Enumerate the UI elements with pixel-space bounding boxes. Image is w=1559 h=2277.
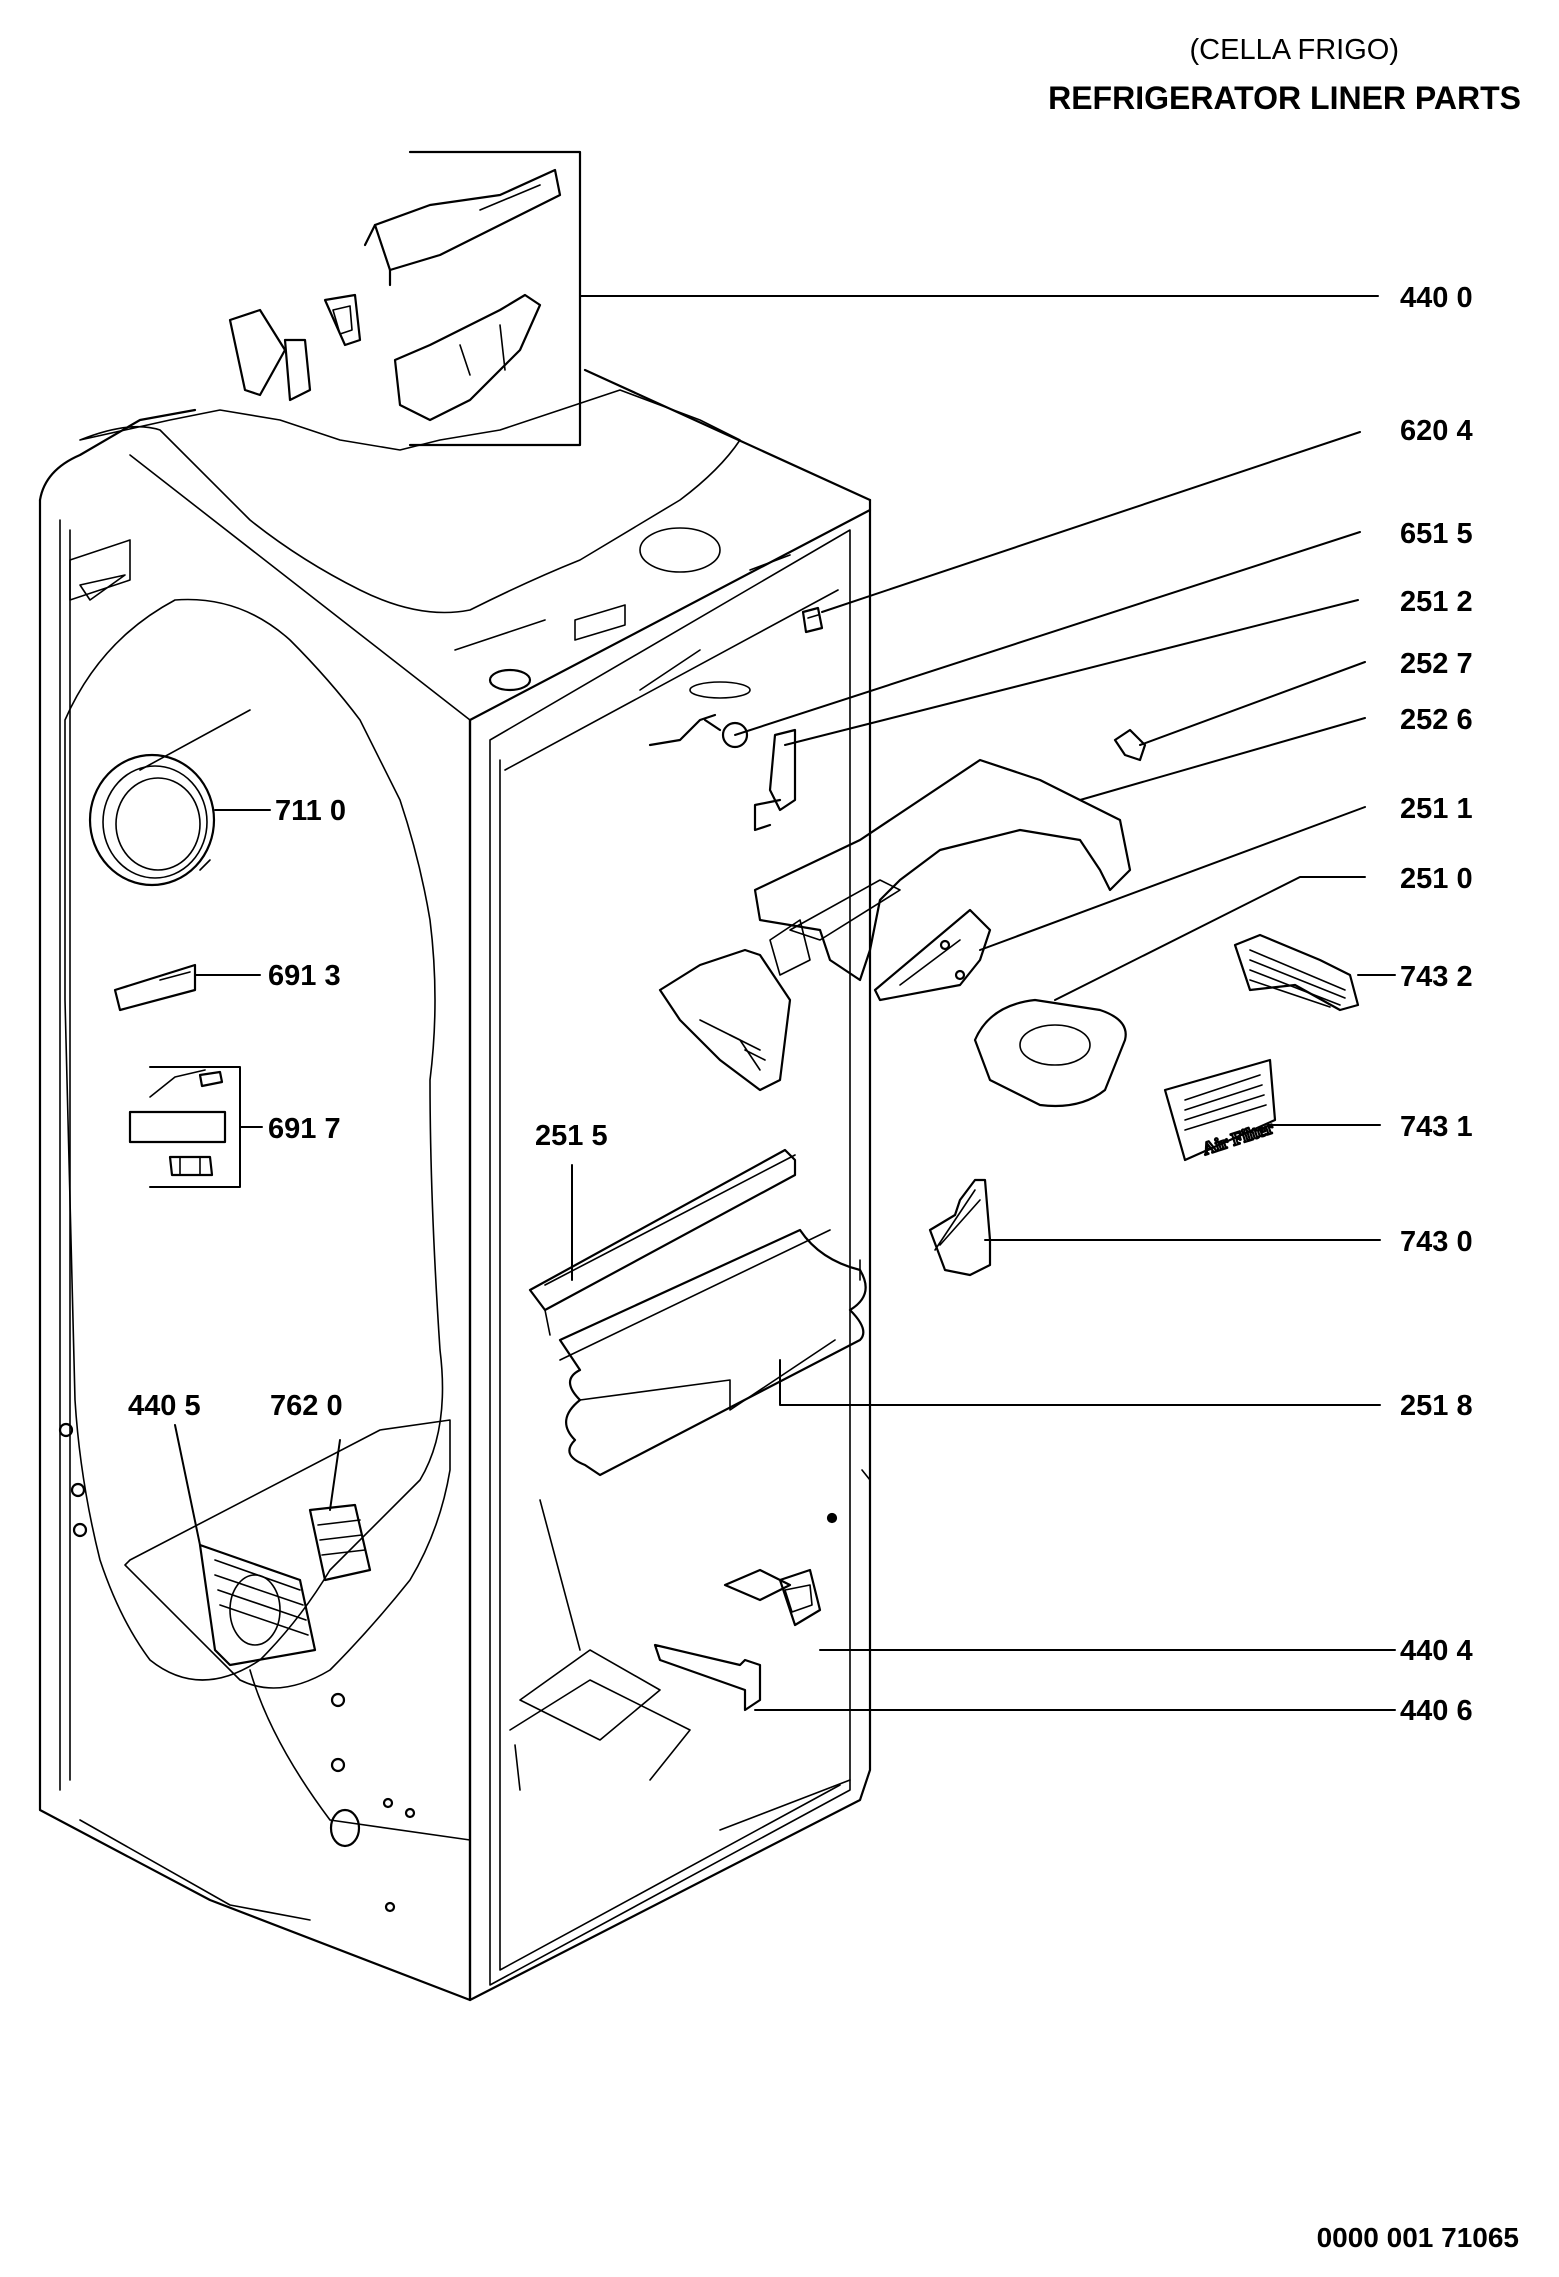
part-6917-drawing [128,1066,263,1188]
callout-6204: 620 4 [1400,415,1473,447]
callout-7430: 743 0 [1400,1226,1473,1258]
part-6913-drawing [113,963,261,1012]
part-4400-drawing [228,150,1379,447]
part-6515-drawing [648,531,1361,749]
callout-6913: 691 3 [268,960,341,992]
part-2527-drawing [1113,661,1366,762]
part-2526-drawing [658,717,1366,1092]
document-code: 0000 001 71065 [1316,2222,1519,2253]
part-6204-drawing [801,431,1361,634]
part-2518-drawing [558,1228,1381,1477]
callout-2527: 252 7 [1400,648,1473,680]
cabinet-outline [38,368,872,2002]
part-4404-drawing [723,1568,1396,1651]
part-7110-drawing [88,709,271,887]
callout-2526: 252 6 [1400,704,1473,736]
callout-2511: 251 1 [1400,793,1473,825]
callout-4405: 440 5 [128,1390,201,1422]
part-7432-drawing [1233,933,1396,1012]
part-7430-drawing [928,1178,1381,1277]
callout-2510: 251 0 [1400,863,1473,895]
callout-6515: 651 5 [1400,518,1473,550]
callout-7620: 762 0 [270,1390,343,1422]
callout-2515: 251 5 [535,1120,608,1152]
air-filter-label: Air Filter [1200,1117,1276,1159]
part-7431-drawing [1163,1058,1381,1162]
callout-4406: 440 6 [1400,1695,1473,1727]
part-4406-drawing [653,1643,1396,1712]
callout-7432: 743 2 [1400,961,1473,993]
part-2511-drawing [873,806,1366,1002]
callout-2518: 251 8 [1400,1390,1473,1422]
callout-7431: 743 1 [1400,1111,1473,1143]
diagram-title: REFRIGERATOR LINER PARTS [1048,80,1521,116]
callout-4400: 440 0 [1400,282,1473,314]
part-4405-drawing [174,1424,317,1667]
part-7620-drawing [308,1439,372,1582]
callout-4404: 440 4 [1400,1635,1473,1667]
callout-7110: 711 0 [275,795,346,827]
diagram-subtitle: (CELLA FRIGO) [1189,34,1400,66]
part-2510-drawing [973,876,1366,1108]
callout-2512: 251 2 [1400,586,1473,618]
part-2512-drawing [753,599,1359,832]
part-2515-drawing [528,1148,797,1336]
callout-6917: 691 7 [268,1113,341,1145]
